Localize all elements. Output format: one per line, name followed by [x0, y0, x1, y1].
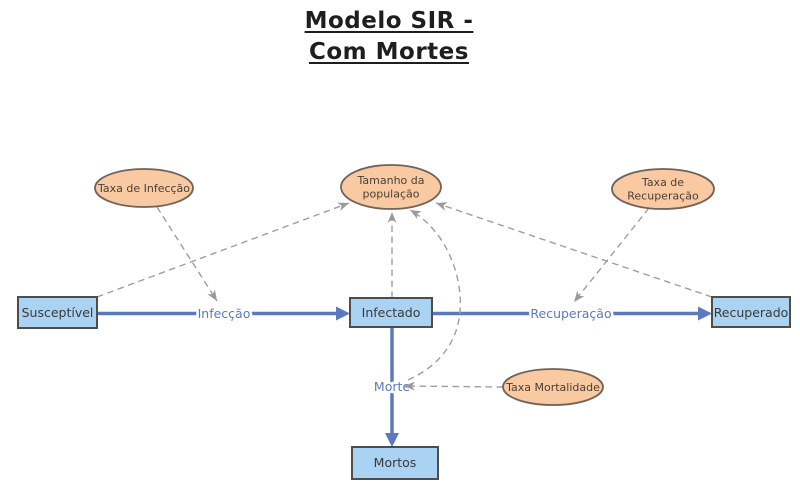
flow-recuperacao-pipe — [432, 306, 712, 321]
stock-mortos-label: Mortos — [374, 455, 417, 470]
flow-label-infeccao[interactable]: Infecção — [195, 304, 253, 324]
stock-infectado-label: Infectado — [362, 305, 421, 320]
title-line-2: Com Mortes — [309, 39, 469, 65]
variable-taxa-mortalidade[interactable]: Taxa Mortalidade — [502, 368, 604, 406]
stock-infectado-box — [349, 297, 433, 328]
stock-infectado[interactable]: Infectado — [349, 297, 433, 328]
diagram-title: Modelo SIR - Com Mortes — [0, 6, 778, 68]
dependency-arrow-recuperado-to-populacao — [435, 202, 713, 298]
flow-label-morte[interactable]: Morte — [371, 377, 412, 397]
stock-susceptivel-label: Susceptível — [22, 305, 94, 320]
stock-recuperado-box — [711, 296, 791, 328]
dependency-arrow-taxa-mortalidade-to-morte — [403, 381, 504, 391]
variable-taxa-de-infeccao-ellipse — [94, 168, 194, 208]
variable-taxa-mortalidade-ellipse — [502, 368, 604, 406]
variable-tamanho-da-populacao-label-line1: Tamanho da — [357, 174, 425, 187]
title-line-1: Modelo SIR - — [304, 8, 474, 34]
dependency-arrow-taxa-infeccao-to-infeccao — [156, 206, 218, 302]
stock-recuperado-label: Recuperado — [714, 305, 789, 320]
flow-infeccao-arrowhead-icon — [336, 306, 350, 321]
dependency-arrow-susceptivel-to-populacao — [96, 202, 350, 298]
flow-recuperacao-arrowhead-icon — [698, 306, 712, 321]
stock-susceptivel-box — [17, 296, 98, 329]
variable-tamanho-da-populacao-ellipse — [340, 164, 442, 210]
flow-morte-arrowhead-icon — [385, 433, 399, 447]
stock-susceptivel[interactable]: Susceptível — [17, 296, 98, 329]
variable-tamanho-da-populacao-label-line2: população — [363, 188, 420, 201]
variable-tamanho-da-populacao[interactable]: Tamanho da população — [340, 164, 442, 210]
stock-recuperado[interactable]: Recuperado — [711, 296, 791, 328]
variable-taxa-de-infeccao[interactable]: Taxa de Infecção — [94, 168, 194, 208]
variable-taxa-de-recuperacao[interactable]: Taxa de Recuperação — [611, 168, 715, 210]
dependency-arrow-taxa-recuperacao-to-recuperacao — [573, 207, 650, 303]
flow-morte-pipe — [385, 327, 399, 447]
dependency-arrow-morte-to-populacao — [407, 209, 462, 381]
flow-infeccao-pipe — [97, 306, 350, 321]
variable-taxa-de-recuperacao-label-line1: Taxa de — [641, 176, 684, 189]
variable-taxa-de-recuperacao-label-line2: Recuperação — [627, 190, 699, 203]
variable-taxa-de-infeccao-label: Taxa de Infecção — [97, 182, 190, 195]
stock-mortos-box — [351, 446, 439, 480]
flow-label-recuperacao[interactable]: Recuperação — [528, 304, 614, 324]
variable-taxa-de-recuperacao-ellipse — [611, 168, 715, 210]
variable-taxa-mortalidade-label: Taxa Mortalidade — [505, 381, 600, 394]
stock-mortos[interactable]: Mortos — [351, 446, 439, 480]
